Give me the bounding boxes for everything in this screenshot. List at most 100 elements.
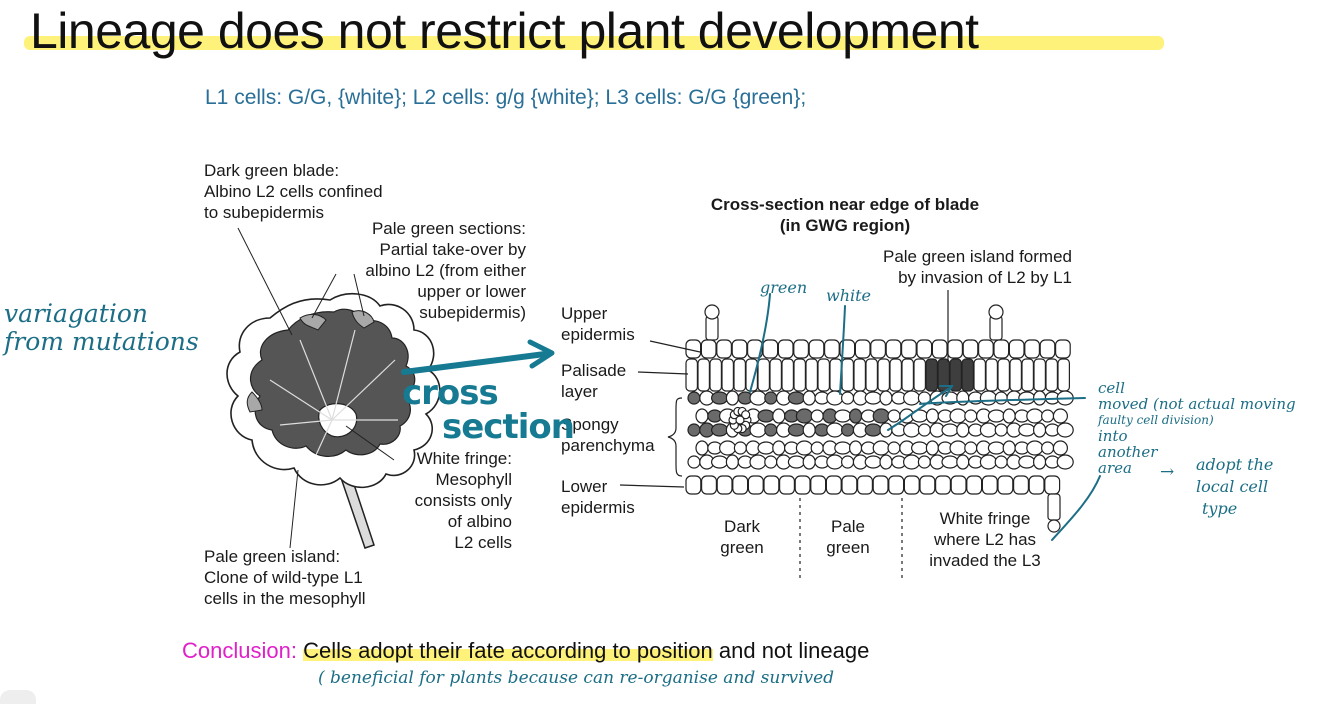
spongy-cell — [1018, 423, 1036, 437]
epidermis-cell — [888, 475, 905, 495]
spongy-cell — [902, 422, 921, 438]
spongy-cell — [1002, 408, 1016, 424]
palisade-cells — [685, 358, 1070, 392]
epidermis-cell — [716, 475, 733, 495]
epidermis-cell — [793, 339, 809, 359]
palisade-cell — [985, 358, 998, 392]
spongy-cell — [802, 454, 816, 470]
spongy-cell — [840, 391, 855, 405]
label-palisade-layer: Palisade layer — [561, 361, 627, 401]
epidermis-cell — [856, 475, 873, 495]
palisade-cell — [769, 358, 782, 392]
handwritten-adopt: adopt the local cell type — [1196, 455, 1274, 518]
spongy-cell — [757, 441, 775, 455]
palisade-cell — [841, 358, 854, 392]
spongy-cell — [887, 441, 901, 455]
spongy-cell — [725, 390, 740, 406]
epidermis-cell — [808, 339, 825, 359]
epidermis-cell — [1024, 339, 1041, 359]
palisade-cell — [685, 358, 698, 392]
epidermis-cell — [997, 475, 1014, 495]
spongy-cell — [902, 390, 921, 406]
epidermis-cell — [1012, 475, 1029, 495]
spongy-cell — [979, 454, 998, 470]
spongy-cell — [917, 455, 932, 469]
palisade-cell — [901, 358, 914, 392]
cross-section-arrow — [401, 339, 555, 375]
trichome-bottom — [1047, 493, 1061, 533]
epidermis-cell — [934, 475, 951, 495]
zone-white-fringe: White fringe where L2 has invaded the L3 — [929, 509, 1041, 570]
epidermis-cell — [716, 339, 732, 359]
epidermis-cell — [854, 339, 871, 359]
spongy-cell — [1052, 408, 1069, 424]
spongy-cell — [810, 409, 824, 423]
spongy-cell — [840, 455, 855, 469]
palisade-cell — [997, 358, 1010, 392]
spongy-cell — [826, 454, 844, 470]
spongy-cell — [925, 440, 940, 456]
epidermis-cell — [794, 475, 811, 495]
vascular-cell — [741, 410, 751, 420]
spongy-cell — [710, 423, 729, 437]
spongy-cell — [695, 408, 709, 424]
epidermis-cell — [685, 475, 702, 495]
genotype-subtitle: L1 cells: G/G, {white}; L2 cells: g/g {w… — [205, 86, 807, 109]
epidermis-cell — [966, 475, 983, 495]
spongy-cell — [994, 423, 1008, 437]
spongy-cell — [718, 440, 737, 456]
spongy-cell — [949, 440, 967, 456]
epidermis-cell — [841, 475, 858, 495]
spongy-cell — [979, 390, 998, 406]
palisade-cell — [817, 358, 830, 392]
spongy-cell — [987, 409, 1006, 423]
epidermis-cell — [777, 339, 794, 359]
epidermis-cell — [870, 339, 886, 359]
lower-epidermis-cells — [685, 475, 1061, 495]
palisade-cell — [877, 358, 890, 392]
spongy-cell — [725, 454, 740, 470]
palisade-cell — [889, 358, 902, 392]
spongy-cell — [795, 440, 814, 456]
spongy-cell — [902, 454, 921, 470]
spongy-cell — [710, 391, 729, 405]
spongy-cell — [1018, 455, 1036, 469]
epidermis-cell — [900, 339, 917, 359]
spongy-cell — [879, 390, 893, 406]
epidermis-cell — [825, 475, 842, 495]
palisade-cell — [709, 358, 722, 392]
label-lower-epidermis: Lower epidermis — [561, 477, 635, 517]
epidermis-cell — [747, 475, 764, 495]
spongy-cell — [749, 454, 767, 470]
epidermis-cell — [962, 339, 979, 359]
label-pale-green-island: Pale green island: Clone of wild-type L1… — [204, 547, 366, 608]
spongy-cell — [1018, 391, 1036, 405]
epidermis-cell — [1044, 475, 1061, 495]
epidermis-cell — [947, 339, 963, 359]
epidermis-cell — [977, 339, 994, 359]
palisade-cell — [697, 358, 710, 392]
palisade-cell — [781, 358, 794, 392]
epidermis-cell — [823, 339, 840, 359]
spongy-cell — [848, 440, 863, 456]
spongy-cell — [1026, 408, 1044, 424]
spongy-cell — [772, 408, 786, 424]
spongy-cell — [910, 441, 929, 455]
spongy-cell — [956, 454, 970, 470]
spongy-cell — [1032, 390, 1047, 406]
spongy-cell — [795, 408, 814, 424]
cross-section-diagram — [619, 290, 1074, 578]
vascular-cell — [735, 415, 745, 425]
spongy-cell — [964, 441, 978, 455]
palisade-cell — [1045, 358, 1058, 392]
page-title: Lineage does not restrict plant developm… — [30, 3, 979, 59]
spongy-cell — [834, 441, 852, 455]
spongy-cell — [987, 441, 1006, 455]
spongy-cell — [994, 391, 1008, 405]
spongy-cell — [764, 423, 778, 437]
conclusion-highlighted: Cells adopt their fate according to posi… — [303, 638, 713, 663]
spongy-cell — [864, 391, 882, 405]
title-highlight — [24, 36, 1164, 50]
cross-section-title: Cross-section near edge of blade (in GWG… — [710, 195, 980, 235]
handwritten-cell-moved: cell moved (not actual moving faulty cel… — [1098, 379, 1296, 477]
